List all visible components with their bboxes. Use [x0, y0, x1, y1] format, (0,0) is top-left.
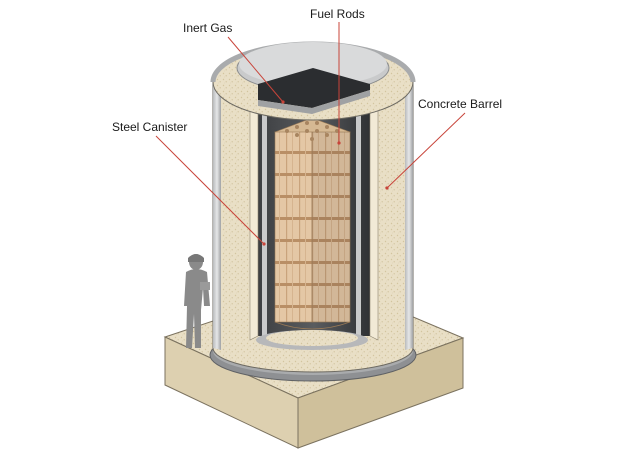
inert-gas-leader	[227, 36, 284, 103]
leader-lines	[155, 22, 466, 245]
concrete-barrel-leader	[386, 112, 466, 189]
concrete-barrel-label: Concrete Barrel	[418, 97, 502, 111]
fuel-rod-tops	[285, 121, 339, 141]
fuel-rod-assembly	[274, 117, 351, 330]
person-silhouette	[184, 254, 210, 348]
leader-arrowheads	[262, 100, 389, 246]
cask-lid	[210, 41, 416, 121]
labels: Inert Gas Fuel Rods Concrete Barrel Stee…	[112, 7, 502, 134]
fuel-rods-label: Fuel Rods	[310, 7, 365, 21]
steel-canister-label: Steel Canister	[112, 120, 187, 134]
inert-gas-label: Inert Gas	[183, 21, 232, 35]
steel-canister-leader	[155, 135, 265, 245]
